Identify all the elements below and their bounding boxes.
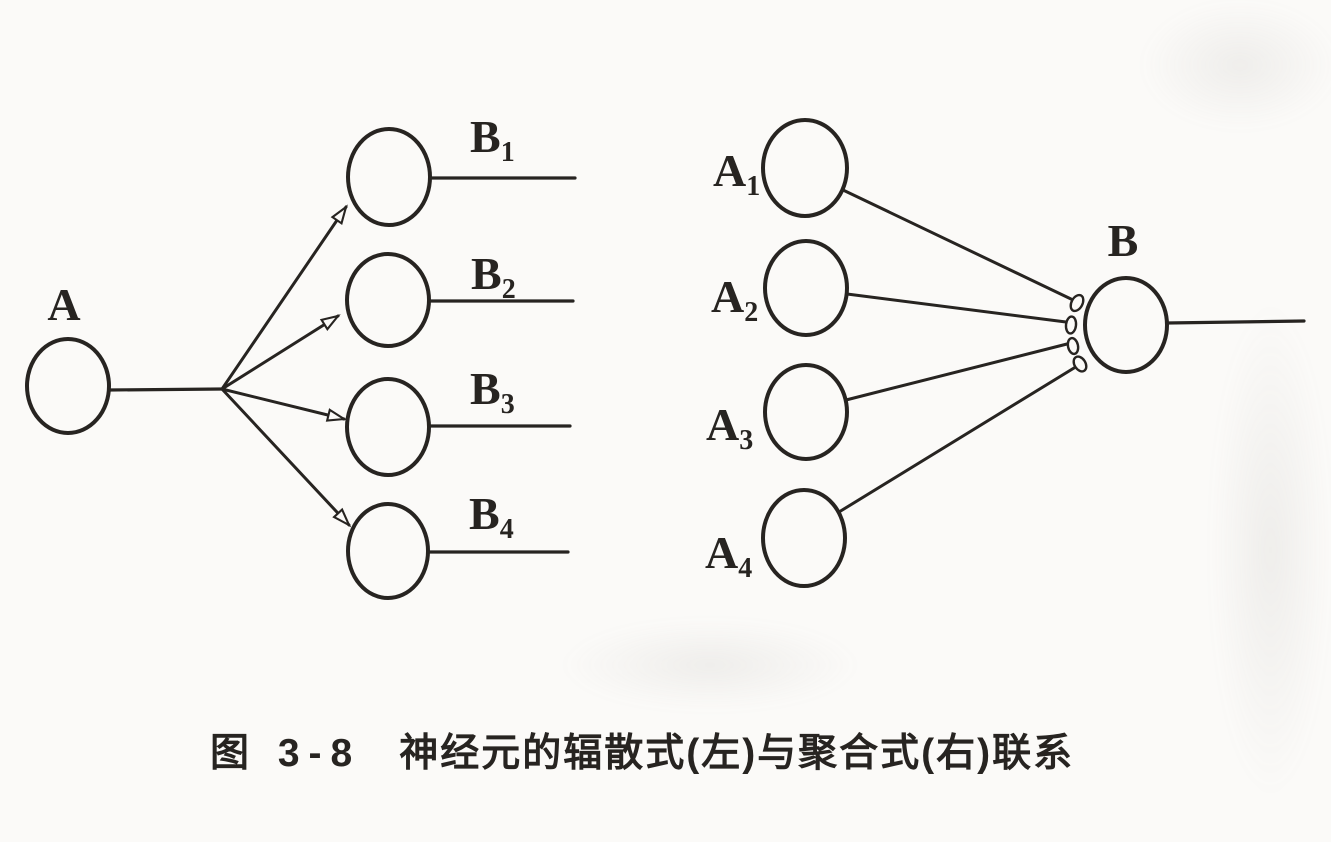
- label-neuron-b1: B1: [470, 111, 515, 168]
- label-neuron-b: B: [1108, 215, 1139, 266]
- divergence-diagram: A B1 B2 B3: [25, 111, 577, 600]
- label-neuron-b4: B4: [469, 488, 514, 545]
- branch-line-b4: [220, 387, 352, 528]
- neuron-b-soma: [1083, 276, 1169, 374]
- figure-caption: 图 3-8 神经元的辐散式(左)与聚合式(右)联系: [210, 722, 1074, 778]
- label-neuron-a2: A2: [711, 271, 758, 328]
- neuron-b2-soma: [345, 252, 431, 348]
- synaptic-bouton-1: [1069, 293, 1085, 313]
- neuron-b4-soma: [346, 502, 430, 600]
- neuron-b3-soma: [345, 377, 431, 477]
- label-neuron-b2: B2: [471, 248, 516, 305]
- label-neuron-a4: A4: [705, 527, 752, 584]
- neuron-a3-soma: [763, 363, 849, 461]
- branch-line-b3: [220, 387, 348, 422]
- axon-b-output: [1165, 319, 1306, 325]
- input-line-a4: [837, 366, 1076, 514]
- label-neuron-b3: B3: [470, 363, 515, 420]
- synaptic-bouton-3: [1066, 336, 1080, 356]
- label-neuron-a: A: [47, 279, 80, 330]
- label-neuron-a3: A3: [706, 399, 753, 456]
- neuron-b1-soma: [346, 127, 432, 227]
- figure-number: 图 3-8: [210, 732, 362, 775]
- neuron-a-soma: [25, 337, 111, 435]
- synaptic-bouton-4: [1072, 355, 1088, 373]
- neuron-a1-soma: [761, 118, 849, 218]
- input-line-a2: [845, 292, 1068, 324]
- convergence-diagram: A1 A2 A3 A4 B: [705, 118, 1306, 588]
- figure-caption-text: 神经元的辐散式(左)与聚合式(右)联系: [399, 732, 1075, 775]
- branch-line-b1: [220, 204, 348, 391]
- label-neuron-a1: A1: [713, 145, 760, 202]
- input-line-a1: [841, 188, 1073, 301]
- neuron-a4-soma: [761, 488, 847, 588]
- branch-line-b2: [220, 314, 341, 391]
- neuron-a2-soma: [763, 239, 849, 337]
- synaptic-bouton-2: [1064, 315, 1078, 335]
- axon-a: [107, 387, 225, 392]
